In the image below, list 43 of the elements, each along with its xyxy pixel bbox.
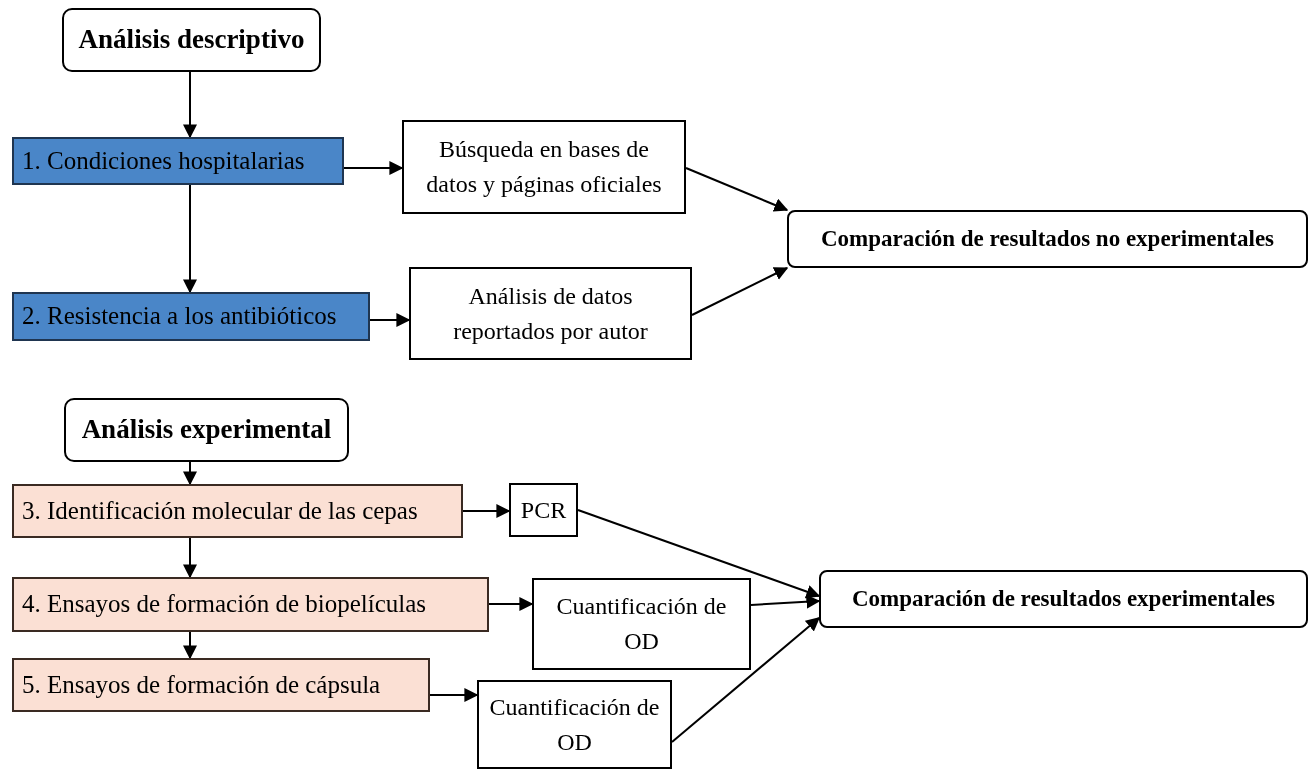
heading-box xyxy=(62,8,321,72)
arrow xyxy=(577,509,821,599)
arrow xyxy=(691,267,789,316)
arrow xyxy=(183,71,197,139)
method-box xyxy=(402,120,686,214)
box-text: 5. Ensayos de formación de cápsula xyxy=(22,669,381,700)
arrow xyxy=(671,617,821,743)
step-box xyxy=(12,292,370,341)
arrow xyxy=(369,313,411,327)
arrow xyxy=(429,688,479,702)
box-text: Comparación de resultados experimentales xyxy=(851,585,1276,614)
step-box xyxy=(12,577,489,632)
arrow xyxy=(183,631,197,660)
method-box xyxy=(477,680,672,769)
arrow xyxy=(488,597,534,611)
heading-box xyxy=(64,398,349,462)
step-box xyxy=(12,137,344,185)
method-box xyxy=(532,578,751,670)
box-text: PCR xyxy=(520,495,567,525)
step-box xyxy=(12,658,430,712)
box-text: Cuantificación de OD xyxy=(555,592,728,656)
box-text: 3. Identificación molecular de las cepas xyxy=(22,495,418,526)
box-text: Análisis de datos reportados por autor xyxy=(452,281,649,346)
arrow xyxy=(750,594,821,609)
arrow xyxy=(343,161,404,175)
box-text: Cuantificación de OD xyxy=(488,692,661,757)
box-text: Análisis descriptivo xyxy=(78,23,305,57)
box-text: 1. Condiciones hospitalarias xyxy=(22,145,305,176)
step-box xyxy=(12,484,463,538)
arrow xyxy=(685,167,789,212)
arrow xyxy=(462,504,511,518)
box-text: 2. Resistencia a los antibióticos xyxy=(22,301,337,332)
arrow xyxy=(183,537,197,579)
method-box xyxy=(509,483,578,537)
box-text: Búsqueda en bases de datos y páginas oficiales xyxy=(425,135,663,199)
box-text: Comparación de resultados no experimentales xyxy=(820,225,1275,254)
arrow xyxy=(183,461,197,486)
box-text: 4. Ensayos de formación de biopelículas xyxy=(22,589,427,620)
method-box xyxy=(409,267,692,360)
result-box xyxy=(787,210,1308,268)
result-box xyxy=(819,570,1308,628)
arrow xyxy=(183,184,197,294)
box-text: Análisis experimental xyxy=(81,413,332,447)
